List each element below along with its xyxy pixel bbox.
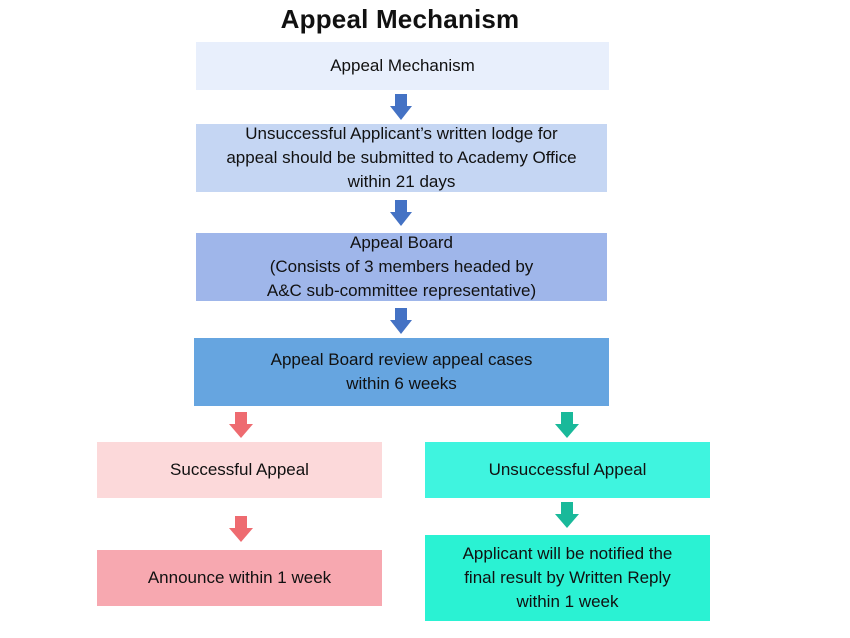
arrow-down-icon	[390, 308, 412, 334]
arrow-down-icon	[390, 200, 412, 226]
step-review-cases: Appeal Board review appeal cases within …	[194, 338, 609, 406]
result-announce-text: Announce within 1 week	[147, 568, 332, 587]
result-written-reply-text: Applicant will be notified the final res…	[462, 544, 673, 611]
outcome-successful-appeal-text: Successful Appeal	[170, 460, 309, 479]
outcome-unsuccessful-appeal-text: Unsuccessful Appeal	[488, 460, 647, 479]
diagram-title: Appeal Mechanism	[280, 4, 520, 34]
step-review-cases-text: Appeal Board review appeal cases within …	[270, 350, 533, 393]
step-lodge-appeal: Unsuccessful Applicant’s written lodge f…	[196, 124, 607, 192]
outcome-successful-appeal: Successful Appeal	[97, 442, 382, 498]
step-appeal-board: Appeal Board (Consists of 3 members head…	[196, 233, 607, 301]
arrow-down-icon	[229, 412, 253, 438]
arrow-down-icon	[229, 516, 253, 542]
result-written-reply: Applicant will be notified the final res…	[425, 535, 710, 621]
result-announce: Announce within 1 week	[97, 550, 382, 606]
arrow-down-icon	[390, 94, 412, 120]
arrow-down-icon	[555, 502, 579, 528]
arrow-down-icon	[555, 412, 579, 438]
outcome-unsuccessful-appeal: Unsuccessful Appeal	[425, 442, 710, 498]
step-appeal-board-text: Appeal Board (Consists of 3 members head…	[266, 233, 537, 300]
step-appeal-mechanism-text: Appeal Mechanism	[330, 56, 475, 75]
step-lodge-appeal-text: Unsuccessful Applicant’s written lodge f…	[226, 124, 577, 191]
step-appeal-mechanism: Appeal Mechanism	[196, 42, 609, 90]
